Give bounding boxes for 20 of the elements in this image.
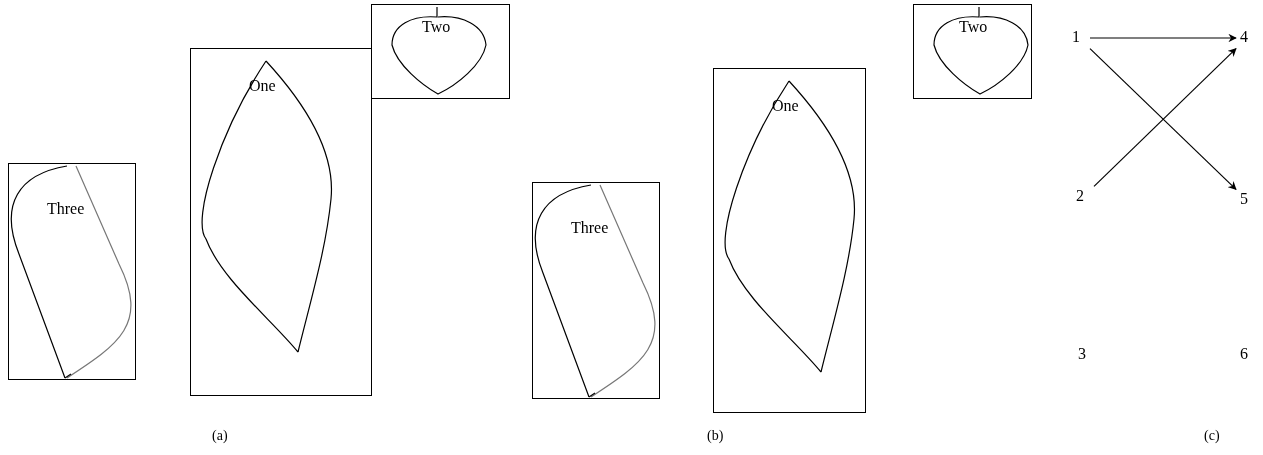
node-box [713,68,866,413]
node-label: Two [422,18,451,36]
node-label: 2 [1076,187,1084,205]
node-box [913,4,1032,99]
node-box [371,4,510,99]
node-label: Two [959,18,988,36]
node-label: Three [47,200,85,218]
node-label: 1 [1072,28,1080,46]
panel-label: (a) [212,428,228,444]
panel-label: (c) [1204,428,1220,444]
node-label: One [772,97,799,115]
arrow [1089,33,1237,43]
panel-label: (b) [707,428,724,444]
node-label: 5 [1240,190,1248,208]
node-label: Three [571,219,609,237]
node-box [190,48,372,396]
node-label: 6 [1240,345,1248,363]
node-label: 4 [1240,28,1248,46]
node-label: 3 [1078,345,1086,363]
node-label: One [249,77,276,95]
